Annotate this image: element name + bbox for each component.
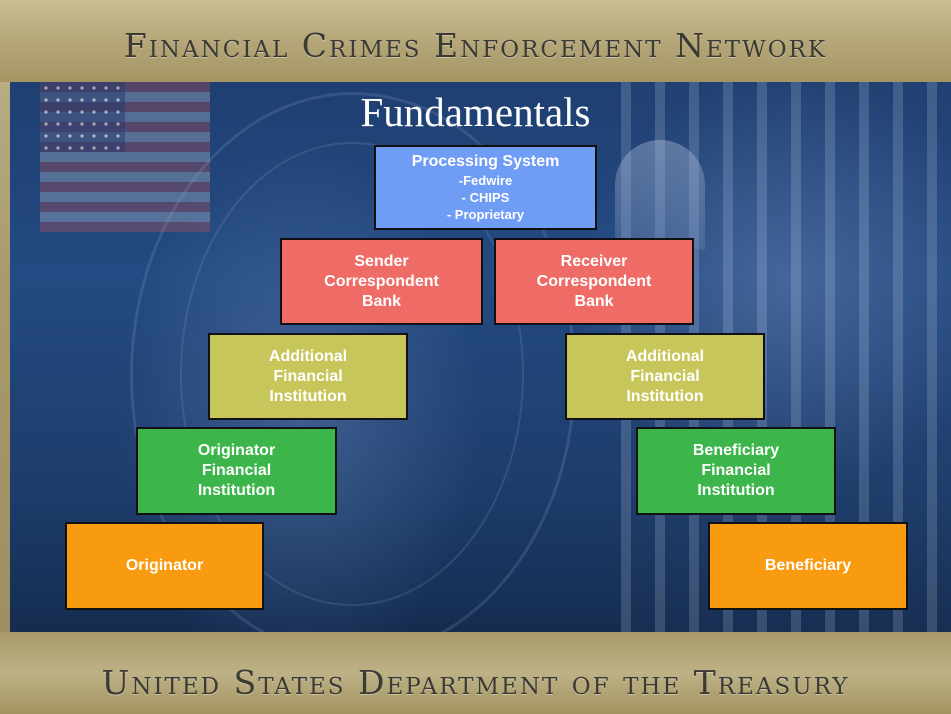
originator-label: Originator (125, 557, 204, 574)
box-line: Financial (630, 367, 700, 385)
additional-fi-left-box: Additional Financial Institution (208, 333, 408, 420)
additional-fi-right-box: Additional Financial Institution (565, 333, 765, 420)
sender-correspondent-bank-box: Sender Correspondent Bank (280, 238, 483, 325)
beneficiary-fi-box: Beneficiary Financial Institution (636, 427, 836, 515)
processing-item-fedwire: -Fedwire (458, 173, 513, 188)
flag-stars-image (40, 82, 125, 152)
box-line: Sender (354, 252, 409, 270)
department-title: United States Department of the Treasury (101, 663, 850, 702)
processing-item-chips: - CHIPS (461, 190, 510, 205)
box-line: Receiver (560, 252, 628, 270)
top-banner (0, 0, 951, 82)
originator-fi-box: Originator Financial Institution (136, 427, 337, 515)
box-line: Bank (574, 292, 614, 310)
box-line: Financial (701, 462, 771, 479)
box-line: Additional (625, 347, 705, 365)
box-line: Beneficiary (692, 442, 780, 459)
box-line: Institution (197, 482, 276, 499)
processing-item-proprietary: - Proprietary (446, 207, 525, 222)
box-line: Institution (626, 387, 704, 405)
box-line: Correspondent (324, 272, 439, 290)
box-line: Bank (361, 292, 402, 310)
beneficiary-label: Beneficiary (764, 557, 852, 574)
capitol-dome-image (615, 140, 705, 250)
box-line: Institution (697, 482, 775, 499)
beneficiary-box: Beneficiary (708, 522, 908, 610)
agency-title: Financial Crimes Enforcement Network (123, 26, 828, 65)
box-line: Financial (273, 367, 343, 385)
seal-inner-ring (180, 142, 524, 606)
processing-system-title: Processing System (411, 153, 560, 170)
slide-heading: Fundamentals (360, 89, 591, 135)
box-line: Correspondent (536, 272, 652, 290)
box-line: Additional (268, 347, 348, 365)
bottom-banner (0, 632, 951, 714)
box-line: Financial (201, 462, 272, 479)
originator-box: Originator (65, 522, 264, 610)
box-line: Originator (197, 442, 276, 459)
receiver-correspondent-bank-box: Receiver Correspondent Bank (494, 238, 694, 325)
processing-system-box: Processing System -Fedwire - CHIPS - Pro… (374, 145, 597, 230)
box-line: Institution (269, 387, 347, 405)
